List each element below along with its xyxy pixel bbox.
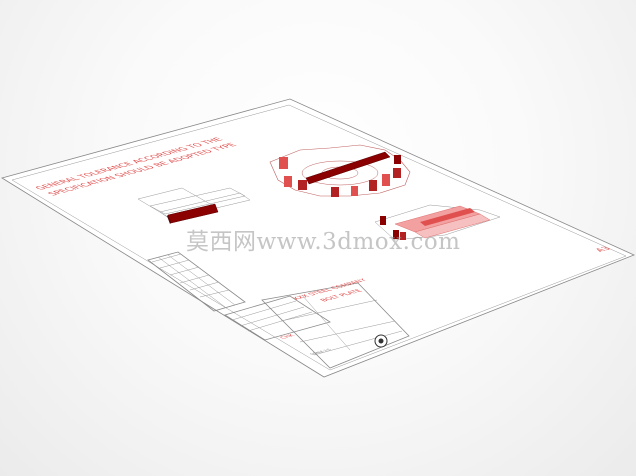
drawing-border [11, 104, 627, 371]
side-view-right [374, 204, 501, 241]
revision-table [147, 251, 246, 312]
sheet-mark: A3 [594, 246, 614, 253]
watermark-text: 莫西网www.3dmox.com [186, 229, 461, 255]
title-strip [224, 295, 331, 341]
title-scale: SCALE 1:5 [308, 348, 332, 356]
drawing-sheet [1, 98, 636, 378]
gear-plan-view [269, 144, 411, 197]
side-view-left [137, 187, 251, 224]
title-code: CHK [278, 333, 297, 339]
